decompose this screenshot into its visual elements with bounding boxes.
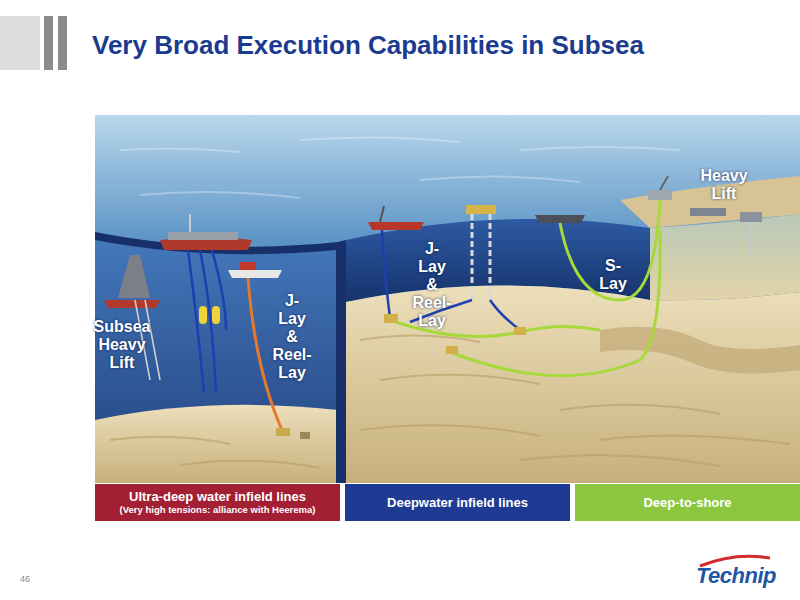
shelf-slope — [650, 214, 800, 300]
heavy-lift-vessel — [648, 190, 672, 200]
ultra-deep-seabed — [95, 405, 338, 483]
band-note: (Very high tensions: alliance with Heere… — [120, 504, 316, 516]
method-label: J-Lay & Reel-Lay — [272, 292, 311, 382]
jacket-leg — [750, 222, 752, 260]
riser — [212, 250, 226, 330]
jlay-tower — [380, 206, 384, 222]
header-block — [0, 16, 40, 70]
deep-to-shore-line — [450, 230, 660, 376]
jlay-vessel — [368, 222, 424, 230]
category-band: Deepwater infield lines — [345, 484, 570, 521]
rig-hull — [104, 300, 160, 308]
page-number: 46 — [20, 574, 30, 584]
drilling-rig — [118, 255, 150, 298]
spar-topsides — [466, 205, 496, 214]
sea-surface — [95, 115, 800, 483]
method-label: Heavy Lift — [700, 167, 747, 203]
spar-leg — [471, 214, 474, 300]
sand-ripple — [110, 335, 790, 468]
subsea-structure — [300, 432, 310, 439]
fpso-flare — [189, 214, 191, 232]
shore-platform — [740, 212, 762, 222]
header-bar — [58, 16, 67, 70]
buoyancy-module — [199, 306, 207, 324]
seascape — [95, 115, 800, 483]
band-title: Ultra-deep water infield lines — [129, 489, 306, 504]
manifold — [446, 346, 458, 354]
deepwater-seabed — [346, 285, 800, 483]
slide-title: Very Broad Execution Capabilities in Sub… — [92, 30, 644, 61]
buoyancy-module — [212, 306, 220, 324]
subsea-structure — [276, 428, 290, 436]
vessel-bridge — [240, 262, 256, 270]
category-band: Ultra-deep water infield lines(Very high… — [95, 484, 340, 521]
shore-platform — [690, 208, 726, 216]
company-logo: Technip — [696, 563, 776, 589]
header-bar — [44, 16, 53, 70]
manifold — [514, 327, 526, 335]
wave-line — [120, 137, 680, 198]
lift-crane — [660, 176, 668, 190]
flowline — [382, 230, 390, 318]
flowline — [490, 300, 520, 330]
slay-pipeline — [560, 200, 660, 300]
seabed-ridge — [600, 327, 800, 374]
fpso-deck — [168, 232, 238, 240]
category-band: Deep-to-shore — [575, 484, 800, 521]
lift-wire — [145, 300, 160, 380]
lay-vessel — [228, 270, 282, 278]
slay-vessel — [535, 215, 585, 223]
manifold — [384, 314, 398, 323]
method-label: S-Lay — [599, 257, 627, 293]
band-title: Deep-to-shore — [643, 495, 731, 510]
method-label: J-Lay & Reel-Lay — [412, 240, 451, 330]
spar-leg — [489, 214, 492, 300]
method-label: Subsea Heavy Lift — [94, 318, 151, 372]
band-title: Deepwater infield lines — [387, 495, 528, 510]
